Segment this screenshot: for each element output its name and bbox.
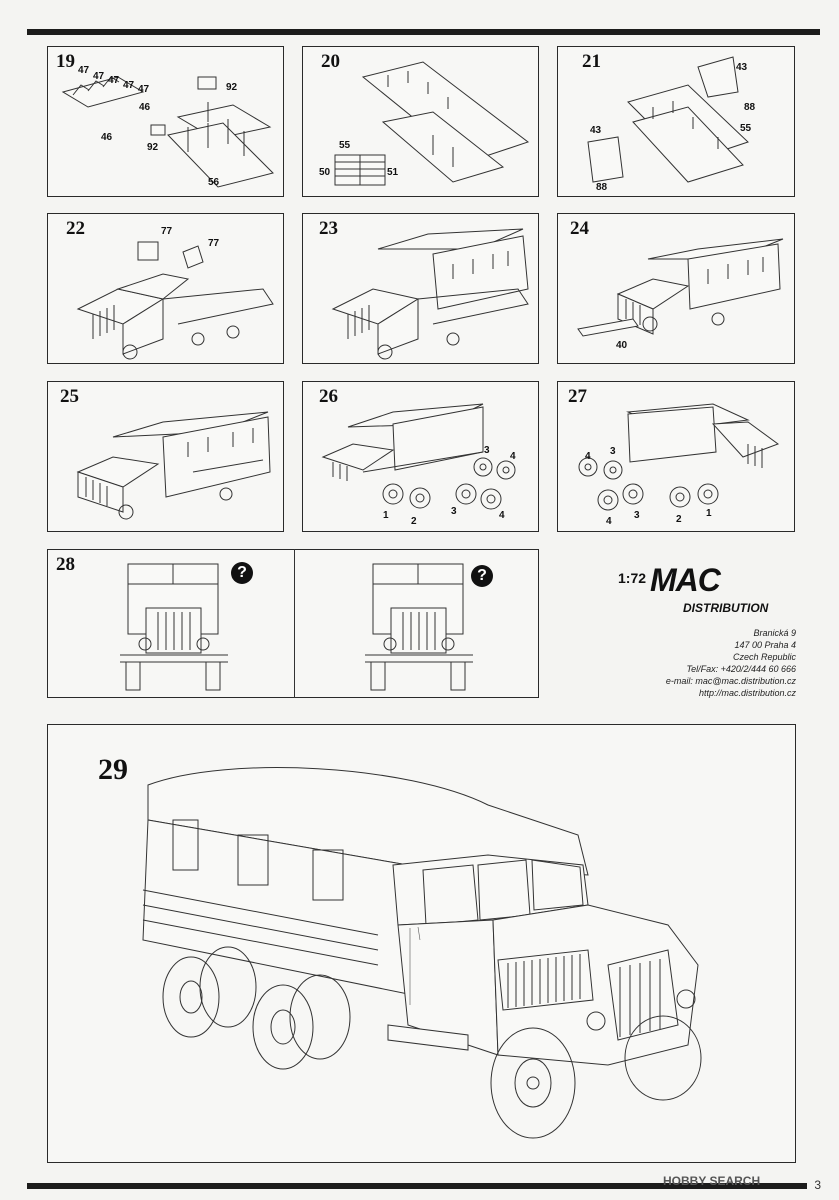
address-city: 147 00 Praha 4 bbox=[734, 640, 796, 650]
step-23-panel: 23 bbox=[302, 213, 539, 364]
part-label: 47 bbox=[78, 65, 90, 76]
address-email: e-mail: mac@mac.distribution.cz bbox=[665, 676, 796, 686]
part-label: 51 bbox=[387, 167, 399, 178]
step-21-panel: 21 43 88 55 43 88 bbox=[557, 46, 795, 197]
question-icon: ? bbox=[231, 562, 253, 584]
step-21-diagram bbox=[587, 56, 749, 183]
step-number: 19 bbox=[56, 51, 75, 72]
part-label: 4 bbox=[585, 451, 591, 462]
step-27-diagram bbox=[578, 403, 780, 511]
top-rule bbox=[27, 29, 820, 35]
step-number: 29 bbox=[98, 753, 128, 786]
part-label: 77 bbox=[161, 226, 173, 237]
part-label: 46 bbox=[101, 132, 113, 143]
step-number: 21 bbox=[582, 51, 601, 72]
step-22-panel: 22 77 77 bbox=[47, 213, 284, 364]
step-29-panel: 29 bbox=[47, 724, 796, 1163]
step-number: 28 bbox=[56, 554, 75, 575]
part-label: 2 bbox=[411, 516, 417, 527]
step-number: 27 bbox=[568, 386, 587, 407]
scale-label: 1:72 bbox=[618, 570, 647, 586]
step-number: 23 bbox=[319, 218, 338, 239]
part-label: 47 bbox=[108, 75, 120, 86]
part-label: 92 bbox=[147, 142, 159, 153]
part-label: 3 bbox=[451, 506, 457, 517]
page-number: 3 bbox=[814, 1178, 821, 1192]
part-label: 1 bbox=[706, 508, 712, 519]
bottom-rule bbox=[27, 1183, 807, 1189]
part-label: 47 bbox=[138, 84, 150, 95]
step-number: 22 bbox=[66, 218, 85, 239]
step-23-diagram bbox=[331, 228, 529, 360]
question-icon: ? bbox=[471, 565, 493, 587]
address-country: Czech Republic bbox=[732, 652, 796, 662]
address-phone: Tel/Fax: +420/2/444 60 666 bbox=[686, 664, 796, 674]
part-label: 77 bbox=[208, 238, 220, 249]
step-26-panel: 26 3 4 1 2 3 4 bbox=[302, 381, 539, 532]
part-label: 4 bbox=[606, 516, 612, 527]
part-label: 47 bbox=[93, 71, 105, 82]
part-label: 4 bbox=[499, 510, 505, 521]
part-label: 40 bbox=[616, 340, 628, 351]
step-28-front-view-a bbox=[120, 563, 228, 691]
step-number: 20 bbox=[321, 51, 340, 72]
step-28-front-view-b bbox=[365, 563, 473, 691]
step-20-panel: 20 55 50 51 bbox=[302, 46, 539, 197]
mac-logo: MAC bbox=[650, 562, 721, 598]
address-url[interactable]: http://mac.distribution.cz bbox=[698, 688, 796, 698]
step-28-panel: 28 ? ? bbox=[47, 549, 539, 698]
step-25-panel: 25 bbox=[47, 381, 284, 532]
part-label: 46 bbox=[139, 102, 151, 113]
step-26-diagram bbox=[321, 403, 516, 510]
part-label: 43 bbox=[736, 62, 748, 73]
part-label: 55 bbox=[339, 140, 351, 151]
step-number: 25 bbox=[60, 386, 79, 407]
part-label: 3 bbox=[634, 510, 640, 521]
address-street: Branická 9 bbox=[753, 628, 796, 638]
part-label: 56 bbox=[208, 177, 220, 188]
address-block: Branická 9 147 00 Praha 4 Czech Republic… bbox=[666, 627, 796, 699]
part-label: 55 bbox=[740, 123, 752, 134]
part-label: 3 bbox=[610, 446, 616, 457]
part-label: 92 bbox=[226, 82, 238, 93]
part-label: 43 bbox=[590, 125, 602, 136]
part-label: 88 bbox=[744, 102, 756, 113]
part-label: 88 bbox=[596, 182, 608, 193]
step-29-truck-drawing bbox=[142, 767, 702, 1139]
step-28-divider bbox=[294, 549, 295, 698]
part-label: 1 bbox=[383, 510, 389, 521]
step-24-panel: 24 40 bbox=[557, 213, 795, 364]
part-label: 50 bbox=[319, 167, 331, 178]
step-19-panel: 19 47 47 47 47 47 46 46 92 92 56 bbox=[47, 46, 284, 197]
step-19-diagram bbox=[61, 76, 274, 188]
step-number: 24 bbox=[570, 218, 589, 239]
step-25-diagram bbox=[76, 411, 271, 520]
watermark: HOBBY SEARCH bbox=[663, 1174, 761, 1188]
part-label: 4 bbox=[510, 451, 516, 462]
part-label: 2 bbox=[676, 514, 682, 525]
step-number: 26 bbox=[319, 386, 338, 407]
step-20-diagram bbox=[334, 61, 530, 186]
part-label: 3 bbox=[484, 445, 490, 456]
step-27-panel: 27 4 3 4 3 2 1 bbox=[557, 381, 795, 532]
part-label: 47 bbox=[123, 80, 135, 91]
step-24-diagram bbox=[577, 238, 784, 337]
step-22-diagram bbox=[76, 241, 274, 360]
logo-subtitle: DISTRIBUTION bbox=[683, 601, 769, 615]
